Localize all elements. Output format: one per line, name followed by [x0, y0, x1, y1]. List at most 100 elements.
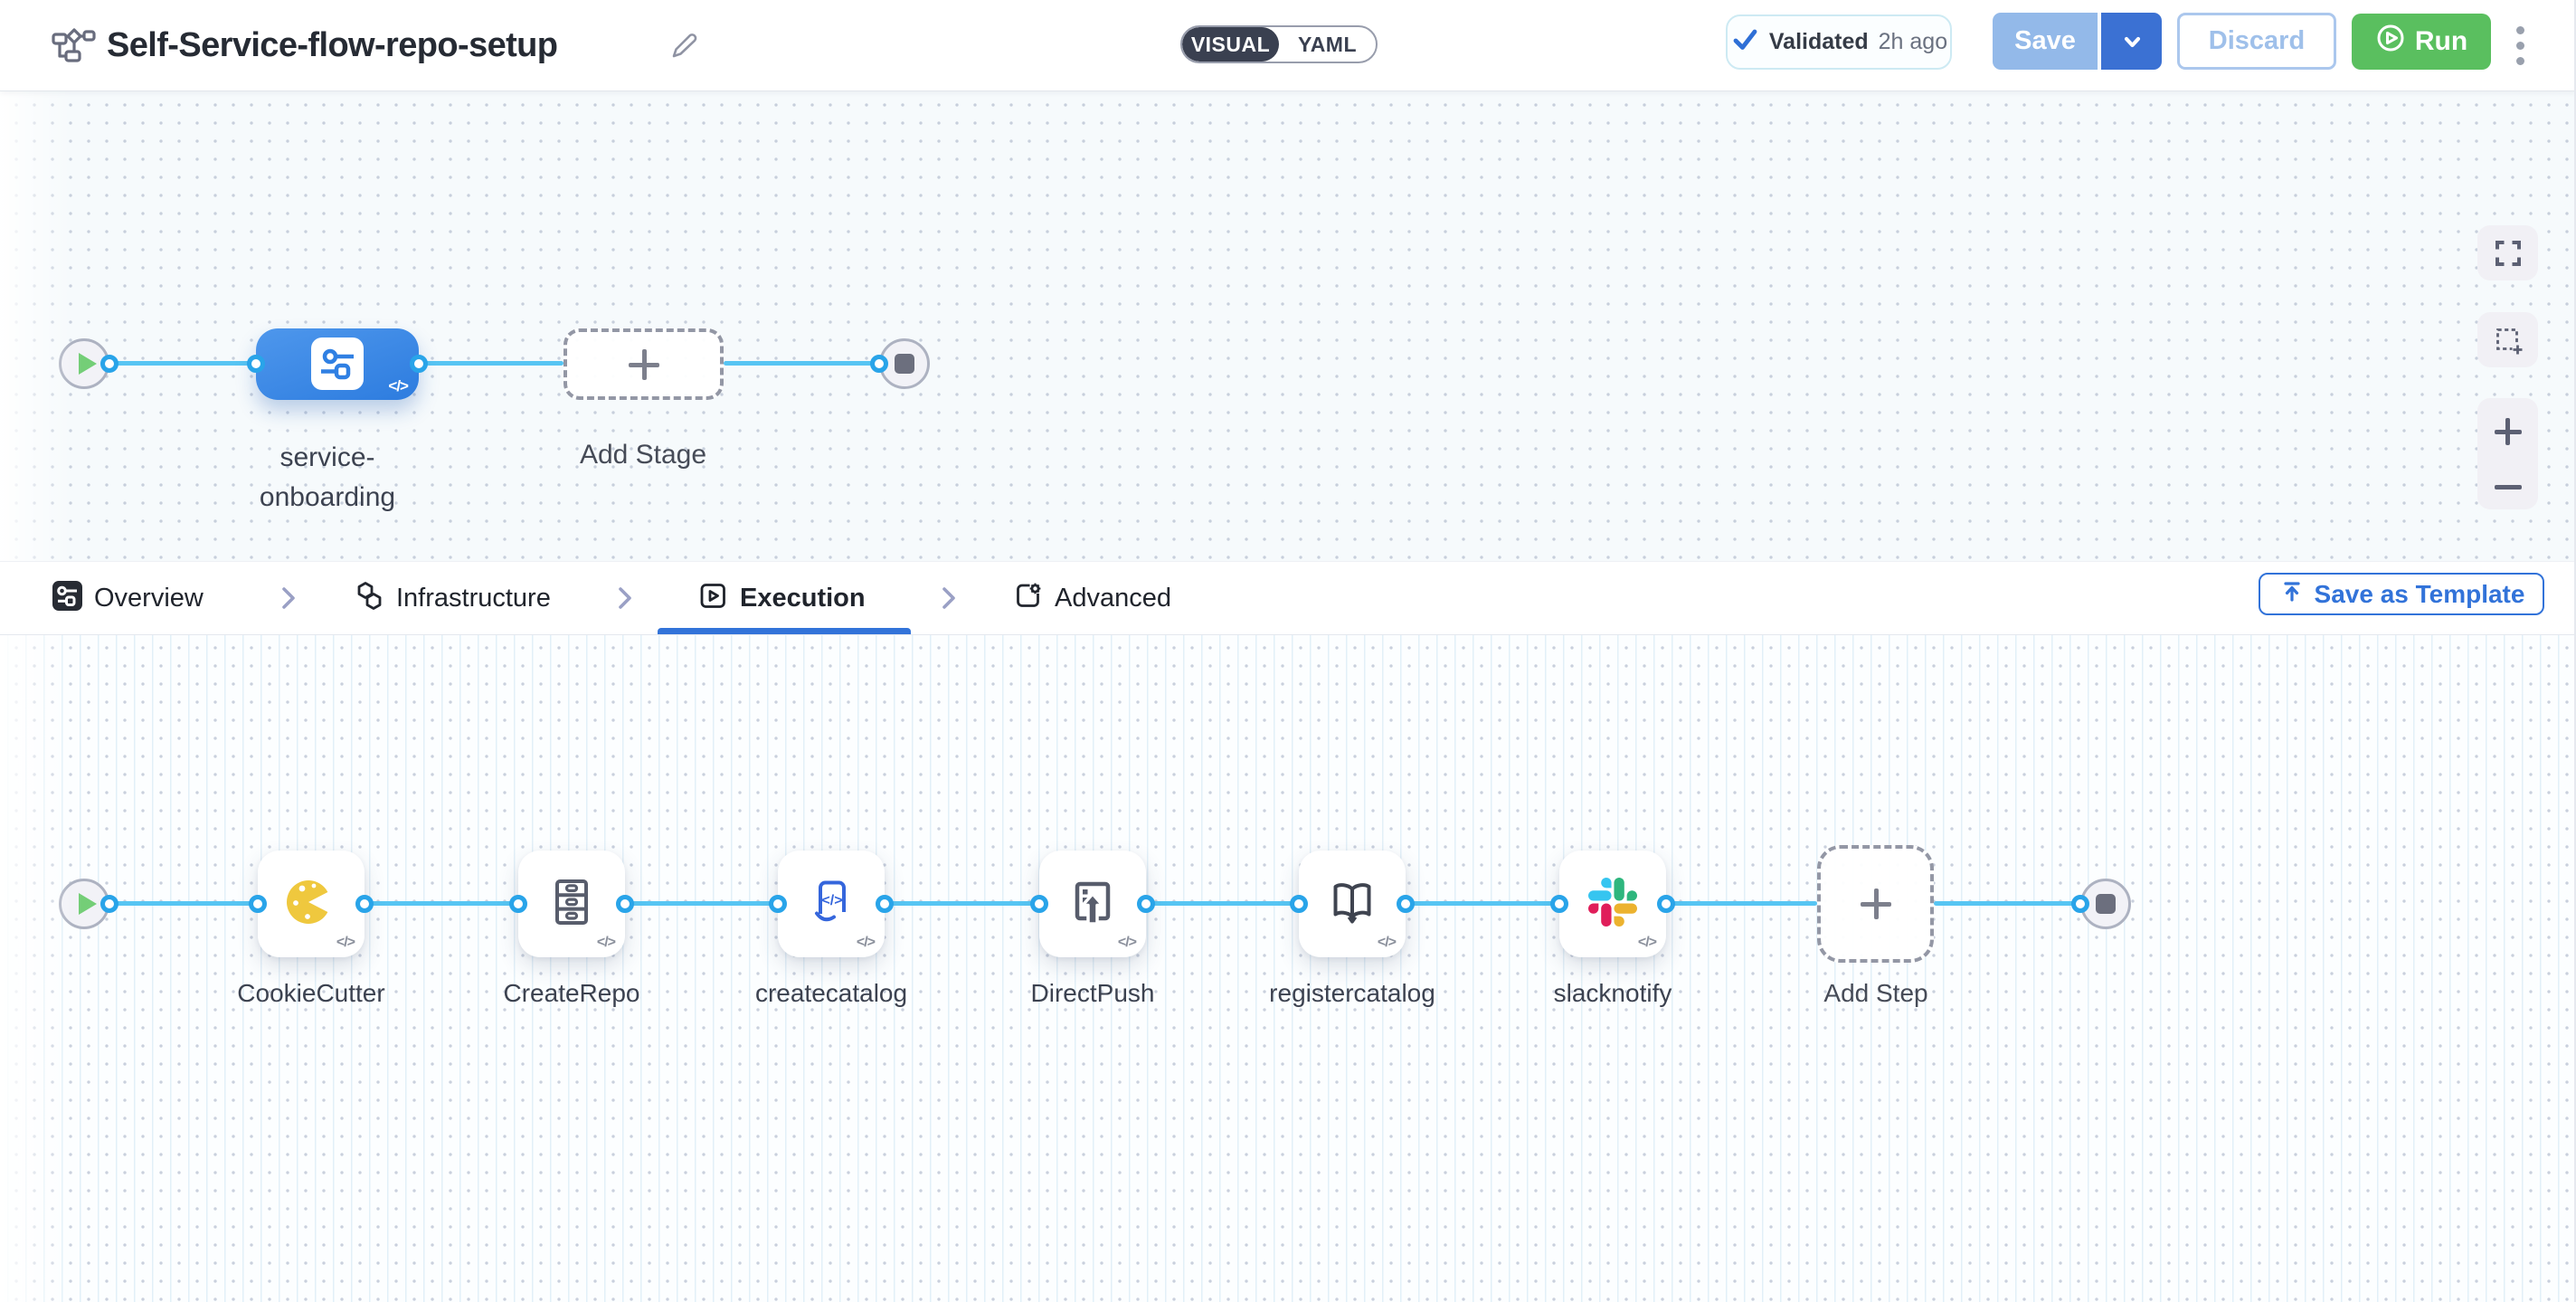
step-node-directpush[interactable]: </>	[1039, 851, 1146, 957]
validated-time: 2h ago	[1878, 29, 1948, 54]
tab-infrastructure-label: Infrastructure	[396, 583, 551, 613]
connector-port	[876, 895, 894, 913]
header: Self-Service-flow-repo-setup VISUAL YAML…	[0, 0, 2576, 91]
chevron-right-icon	[939, 583, 959, 618]
connector-port	[769, 895, 787, 913]
active-tab-underline	[658, 628, 911, 634]
run-play-icon	[2375, 23, 2406, 61]
step-label: DirectPush	[1030, 979, 1155, 1007]
execution-icon	[698, 581, 728, 615]
add-stage-button[interactable]	[564, 328, 724, 400]
tab-execution-label: Execution	[740, 583, 866, 613]
step-node-createcatalog[interactable]: </> </>	[778, 851, 885, 957]
connector-port	[1030, 895, 1048, 913]
connector-port	[2071, 895, 2089, 913]
step-code-badge: </>	[336, 935, 355, 950]
step-node-slacknotify[interactable]: </>	[1559, 851, 1666, 957]
slack-icon	[1588, 877, 1637, 931]
discard-button[interactable]: Discard	[2177, 13, 2336, 70]
stage-connector-line	[419, 361, 564, 366]
step-connector-line	[365, 901, 518, 906]
window-right-edge	[2574, 0, 2576, 1302]
check-icon	[1730, 25, 1759, 59]
step-node-registercatalog[interactable]: </>	[1299, 851, 1406, 957]
marquee-select-button[interactable]	[2477, 312, 2538, 367]
connector-port	[355, 895, 374, 913]
step-code-badge: </>	[856, 935, 876, 950]
step-code-badge: </>	[596, 935, 616, 950]
step-connector-line	[109, 901, 258, 906]
infrastructure-icon	[355, 581, 384, 615]
step-connector-line	[1146, 901, 1299, 906]
connector-port	[616, 895, 634, 913]
connector-port	[870, 355, 888, 373]
connector-port	[1137, 895, 1155, 913]
add-step-button[interactable]	[1817, 845, 1934, 963]
step-code-badge: </>	[1637, 935, 1657, 950]
step-connector-line	[1934, 901, 2080, 906]
toggle-yaml[interactable]: YAML	[1297, 32, 1358, 56]
plus-icon	[628, 348, 659, 380]
connector-port	[1657, 895, 1675, 913]
stage-type-icon	[311, 337, 364, 390]
tab-infrastructure[interactable]: Infrastructure	[355, 562, 551, 634]
connector-port	[247, 355, 265, 373]
save-options-chevron-button[interactable]	[2101, 13, 2162, 70]
add-stage-label: Add Stage	[579, 440, 707, 470]
validated-badge[interactable]: Validated 2h ago	[1726, 14, 1952, 70]
more-options-kebab-menu[interactable]	[2502, 20, 2538, 71]
connector-port	[410, 355, 428, 373]
open-book-icon	[1327, 877, 1378, 932]
stage-code-badge: </>	[388, 377, 409, 394]
stage-connector-line	[109, 361, 256, 366]
step-label: createcatalog	[754, 979, 908, 1007]
canvas-left-fade	[0, 90, 72, 561]
tab-advanced[interactable]: Advanced	[1013, 562, 1171, 634]
step-label: slacknotify	[1553, 979, 1672, 1007]
stage-node-service-onboarding[interactable]: </>	[256, 328, 419, 400]
chevron-right-icon	[279, 583, 298, 618]
step-code-badge: </>	[1117, 935, 1137, 950]
stage-tab-bar: Overview Infrastructure Ex	[0, 561, 2576, 635]
toggle-visual[interactable]: VISUAL	[1182, 27, 1279, 62]
step-label: CreateRepo	[503, 979, 640, 1007]
pipeline-flow-icon	[51, 23, 96, 72]
plus-icon	[1860, 889, 1891, 919]
execution-step-canvas[interactable]: </> </> </>	[0, 633, 2576, 1302]
add-step-label: Add Step	[1823, 979, 1928, 1007]
zoom-in-button[interactable]	[2494, 418, 2522, 445]
step-connector-line	[625, 901, 778, 906]
save-button[interactable]: Save	[1993, 13, 2099, 70]
step-node-cookiecutter[interactable]: </>	[258, 851, 365, 957]
stage-graph-canvas[interactable]: </> service- onboarding Add Stage	[0, 90, 2576, 561]
step-label: CookieCutter	[237, 979, 385, 1007]
fit-to-screen-button[interactable]	[2477, 225, 2538, 280]
save-as-template-button[interactable]: Save as Template	[2259, 573, 2544, 615]
stage-connector-line	[724, 361, 879, 366]
connector-port	[1550, 895, 1568, 913]
end-stop-icon	[2096, 894, 2116, 914]
run-button[interactable]: Run	[2352, 14, 2491, 70]
step-connector-line	[1666, 901, 1817, 906]
connector-port	[1397, 895, 1415, 913]
step-connector-line	[885, 901, 1039, 906]
start-play-icon	[78, 353, 97, 375]
tab-overview-label: Overview	[94, 583, 204, 613]
visual-yaml-toggle: VISUAL YAML	[1180, 25, 1378, 63]
tab-advanced-label: Advanced	[1055, 583, 1171, 613]
zoom-out-button[interactable]	[2494, 485, 2522, 489]
advanced-icon	[1013, 581, 1043, 615]
page-title: Self-Service-flow-repo-setup	[107, 25, 558, 64]
step-connector-line	[1406, 901, 1559, 906]
step-label: registercatalog	[1269, 979, 1435, 1007]
upload-box-icon	[1067, 877, 1118, 932]
stage-label: service- onboarding	[259, 442, 396, 512]
tab-execution[interactable]: Execution	[698, 562, 866, 634]
tab-overview[interactable]: Overview	[52, 562, 204, 634]
edit-title-pencil-icon[interactable]	[667, 28, 701, 67]
end-stop-icon	[895, 354, 914, 374]
step-node-createrepo[interactable]: </>	[518, 851, 625, 957]
canvas-left-fade	[0, 633, 72, 1302]
overview-icon	[52, 581, 82, 615]
